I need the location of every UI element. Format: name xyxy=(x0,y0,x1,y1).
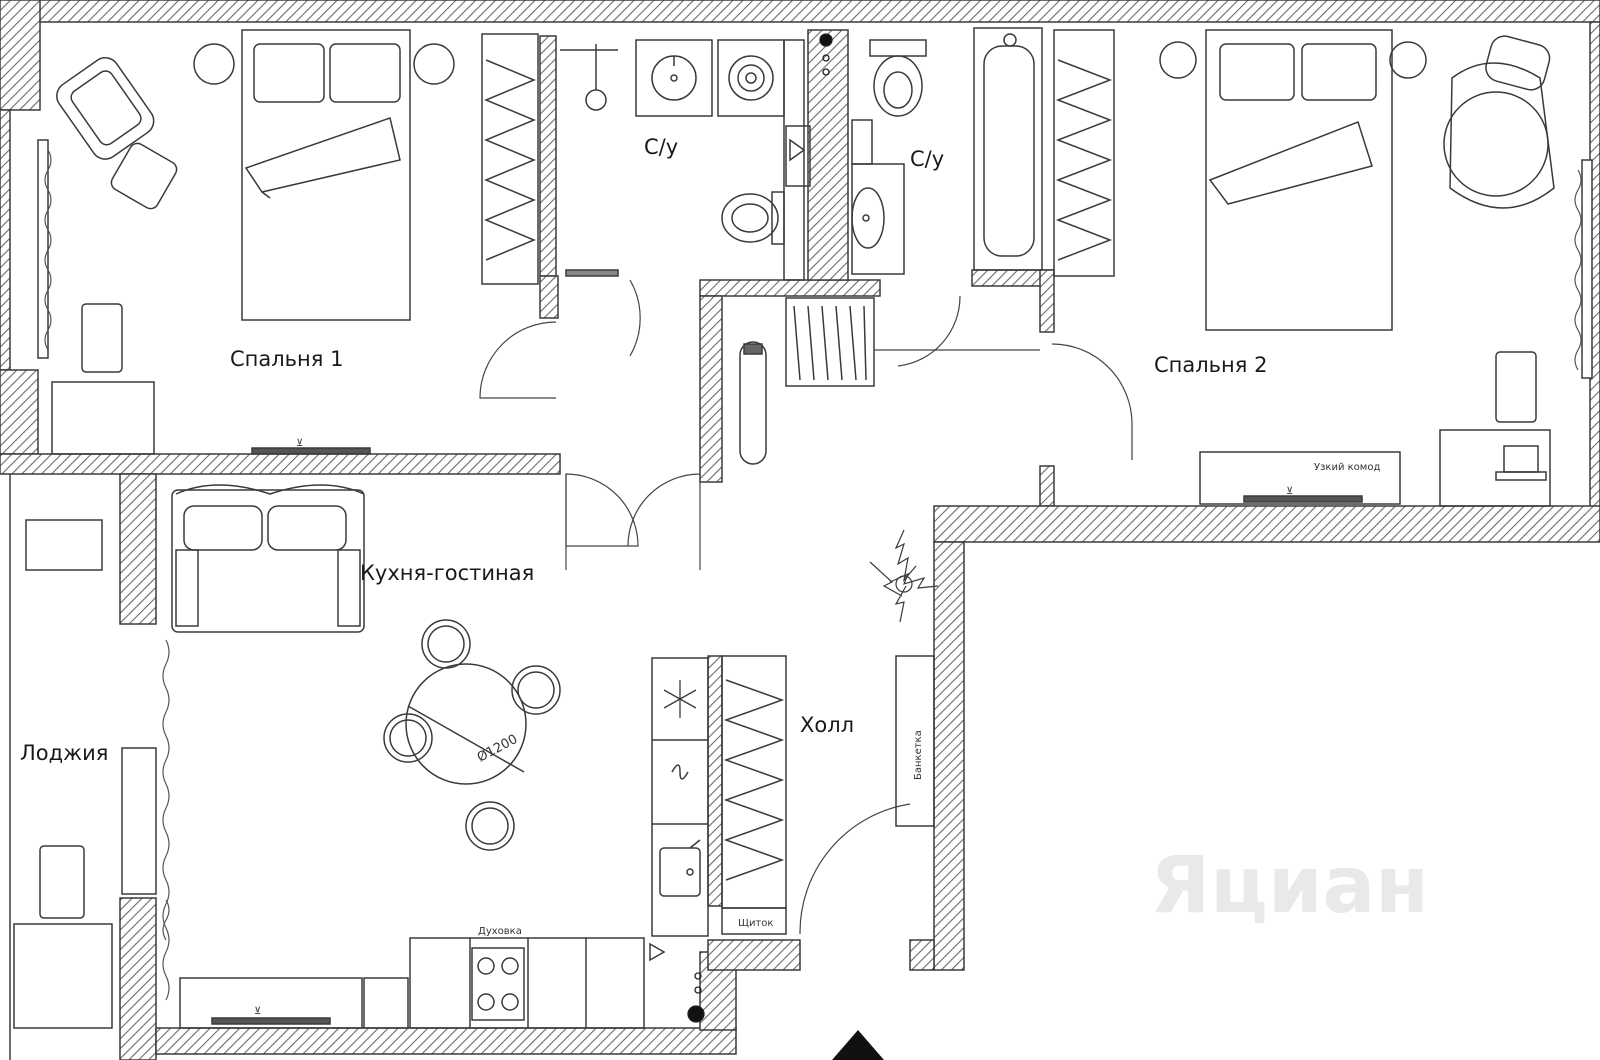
wardrobe-icon xyxy=(481,33,539,285)
washing-machine-icon xyxy=(717,39,785,117)
toilet-icon xyxy=(869,39,927,117)
tv-symbol: ⊻ xyxy=(254,1006,261,1017)
hood-label: Духовка xyxy=(478,926,522,937)
sink-icon xyxy=(651,55,697,101)
tv-icon xyxy=(211,1017,331,1025)
bedroom1-label: Спальня 1 xyxy=(230,347,343,371)
boiler-icon xyxy=(785,125,811,187)
bench-label: Банкетка xyxy=(913,730,924,780)
door-icon xyxy=(799,803,911,935)
bed-icon xyxy=(241,29,411,321)
narrow-dresser xyxy=(1199,451,1401,505)
lamp-icon xyxy=(193,43,235,85)
bathtub-icon xyxy=(973,27,1043,271)
north-arrow-icon xyxy=(832,1030,884,1060)
snowflake-icon xyxy=(663,680,697,718)
curtains xyxy=(44,149,1582,1001)
bathroom2-label: С/у xyxy=(910,147,944,171)
kitchen-living-furniture xyxy=(171,484,709,1029)
tv-symbol: ⊻ xyxy=(296,438,303,449)
bedroom2-label: Спальня 2 xyxy=(1154,353,1267,377)
door-icon xyxy=(627,473,701,547)
riser xyxy=(687,33,833,1023)
room-labels: Спальня 1 Спальня 2 С/у С/у Кухня-гостин… xyxy=(20,135,1267,765)
desk xyxy=(1439,429,1551,507)
watermark: Яциан xyxy=(1150,841,1429,931)
toilet-icon xyxy=(721,191,785,245)
armchair-icon xyxy=(1443,35,1555,209)
loggia-label: Лоджия xyxy=(20,741,108,765)
bathroom1-label: С/у xyxy=(644,135,678,159)
lamp-icon xyxy=(413,43,455,85)
bench xyxy=(895,655,935,827)
panel-label: Щиток xyxy=(738,918,773,929)
tv-icon xyxy=(1243,495,1363,503)
tv-icon xyxy=(251,447,371,455)
chair-icon xyxy=(383,619,561,851)
doors xyxy=(479,279,1133,935)
bathroom2-fixtures xyxy=(739,27,1115,465)
stove-icon xyxy=(471,947,525,1021)
kitchen-living-label: Кухня-гостиная xyxy=(360,561,534,585)
armchair-icon xyxy=(56,57,155,160)
sink-icon xyxy=(659,839,701,897)
lamp-icon xyxy=(1159,41,1197,79)
door-icon xyxy=(479,321,557,399)
tv-symbol: ⊻ xyxy=(1286,486,1293,497)
door-icon xyxy=(629,279,641,357)
narrow-dresser-label: Узкий комод xyxy=(1314,462,1380,473)
wardrobe-icon xyxy=(1053,29,1115,277)
wardrobe-icon xyxy=(721,655,787,909)
microwave-icon xyxy=(671,764,689,780)
hall-label: Холл xyxy=(800,713,854,737)
laptop-icon xyxy=(1495,445,1547,481)
nightstand-icon xyxy=(81,303,123,373)
sink-icon xyxy=(851,163,905,275)
shower-icon xyxy=(560,44,619,277)
plant-icon xyxy=(869,529,939,623)
door-icon xyxy=(1051,343,1133,460)
loggia-furniture xyxy=(9,474,113,1060)
bed-icon xyxy=(1205,29,1393,331)
windows xyxy=(37,139,1593,895)
bedroom2-furniture xyxy=(1159,29,1555,507)
bathroom1-fixtures xyxy=(560,39,811,281)
ottoman-icon xyxy=(110,142,178,210)
dining-table-icon xyxy=(405,663,527,785)
sofa-icon xyxy=(171,484,365,633)
nightstand-icon xyxy=(1495,351,1537,423)
door-icon xyxy=(897,295,961,367)
wardrobe-icon xyxy=(785,297,875,387)
dresser xyxy=(51,381,155,455)
door-icon xyxy=(565,473,639,547)
hall-furniture xyxy=(721,529,939,935)
bedroom1-furniture xyxy=(51,29,539,455)
nightstand-icon xyxy=(39,845,85,919)
lamp-icon xyxy=(1389,41,1427,79)
water-heater-icon xyxy=(739,341,767,465)
